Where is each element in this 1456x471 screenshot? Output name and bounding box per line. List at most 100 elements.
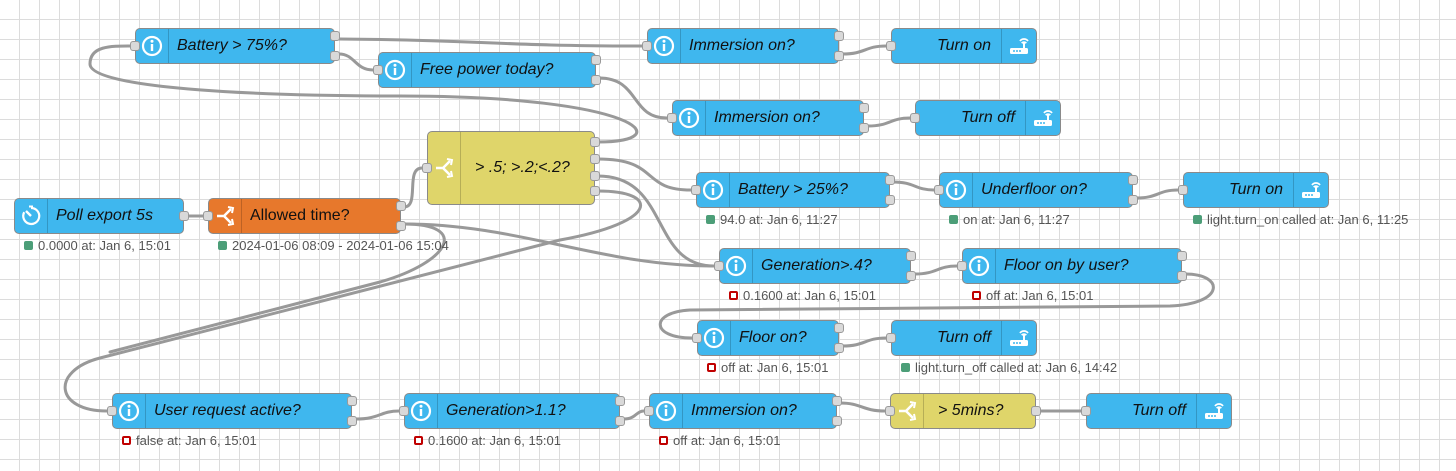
wire [838,401,887,413]
status-indicator-icon [707,363,716,372]
node-turn-on-2[interactable]: Turn on [1183,172,1329,208]
node-label: Turn on [1229,181,1283,198]
wire [1135,188,1180,200]
wire [841,336,888,348]
status-indicator-icon [729,291,738,300]
input-port[interactable] [1178,185,1188,195]
output-port[interactable] [330,31,340,41]
input-port[interactable] [373,65,383,75]
node-turn-off-2[interactable]: Turn off [891,320,1037,356]
output-port[interactable] [832,396,842,406]
node-poll-export[interactable]: Poll export 5s [14,198,184,234]
node-status: light.turn_on called at: Jan 6, 11:25 [1193,212,1408,227]
input-port[interactable] [934,185,944,195]
input-port[interactable] [714,261,724,271]
output-port[interactable] [590,171,600,181]
status-indicator-icon [949,215,958,224]
output-port[interactable] [1177,271,1187,281]
output-port[interactable] [590,186,600,196]
output-port[interactable] [615,416,625,426]
node-label: Immersion on? [714,109,820,126]
output-port[interactable] [330,51,340,61]
node-switch-5min[interactable]: > 5mins? [890,393,1036,429]
output-port[interactable] [591,55,601,65]
node-label: Allowed time? [250,207,350,224]
input-port[interactable] [691,185,701,195]
output-port[interactable] [615,396,625,406]
input-port[interactable] [203,211,213,221]
output-port[interactable] [906,271,916,281]
output-port[interactable] [834,51,844,61]
output-port[interactable] [591,75,601,85]
node-status: on at: Jan 6, 11:27 [949,212,1070,227]
output-port[interactable] [859,103,869,113]
output-port[interactable] [834,31,844,41]
node-label: Poll export 5s [56,207,153,224]
output-port[interactable] [590,154,600,164]
output-port[interactable] [179,211,189,221]
input-port[interactable] [886,333,896,343]
input-port[interactable] [1081,406,1091,416]
input-port[interactable] [885,406,895,416]
node-generation04[interactable]: Generation>.4? [719,248,911,284]
router-icon [1001,321,1036,355]
status-text: 0.1600 at: Jan 6, 15:01 [428,433,561,448]
node-generation11[interactable]: Generation>1.1? [404,393,620,429]
output-port[interactable] [347,416,357,426]
status-text: off at: Jan 6, 15:01 [986,288,1094,303]
input-port[interactable] [957,261,967,271]
output-port[interactable] [1177,251,1187,261]
node-immersion-on-2[interactable]: Immersion on? [672,100,864,136]
output-port[interactable] [1031,406,1041,416]
node-allowed-time[interactable]: Allowed time? [208,198,401,234]
output-port[interactable] [1128,175,1138,185]
output-port[interactable] [396,221,406,231]
wire [63,189,643,413]
output-port[interactable] [859,123,869,133]
node-user-request[interactable]: User request active? [112,393,352,429]
node-free-power[interactable]: Free power today? [378,52,596,88]
wire [891,180,936,192]
node-status: off at: Jan 6, 15:01 [659,433,780,448]
wire [841,44,888,56]
node-floor-on[interactable]: Floor on? [697,320,839,356]
node-underfloor-on[interactable]: Underfloor on? [939,172,1133,208]
node-immersion-on-1[interactable]: Immersion on? [647,28,839,64]
node-switch-main[interactable]: > .5; >.2;<.2? [427,131,595,205]
output-port[interactable] [885,195,895,205]
input-port[interactable] [422,163,432,173]
wire [88,44,639,144]
input-port[interactable] [130,41,140,51]
output-port[interactable] [834,343,844,353]
input-port[interactable] [910,113,920,123]
input-port[interactable] [692,333,702,343]
input-port[interactable] [667,113,677,123]
switch-icon [891,394,924,428]
output-port[interactable] [396,201,406,211]
node-turn-off-3[interactable]: Turn off [1086,393,1232,429]
input-port[interactable] [107,406,117,416]
input-port[interactable] [644,406,654,416]
node-floor-on-by-user[interactable]: Floor on by user? [962,248,1182,284]
node-immersion-on-3[interactable]: Immersion on? [649,393,837,429]
output-port[interactable] [590,137,600,147]
status-indicator-icon [414,436,423,445]
node-label: Generation>.4? [761,257,872,274]
output-port[interactable] [832,416,842,426]
node-label: Battery > 75%? [177,37,287,54]
status-indicator-icon [218,241,227,250]
output-port[interactable] [1128,195,1138,205]
input-port[interactable] [642,41,652,51]
input-port[interactable] [886,41,896,51]
node-turn-off-1[interactable]: Turn off [915,100,1061,136]
output-port[interactable] [906,251,916,261]
status-text: light.turn_on called at: Jan 6, 11:25 [1207,212,1409,227]
output-port[interactable] [347,396,357,406]
node-battery25[interactable]: Battery > 25%? [696,172,890,208]
input-port[interactable] [399,406,409,416]
output-port[interactable] [885,175,895,185]
node-battery75[interactable]: Battery > 75%? [135,28,335,64]
info-icon [650,394,683,428]
output-port[interactable] [834,323,844,333]
node-turn-on-1[interactable]: Turn on [891,28,1037,64]
